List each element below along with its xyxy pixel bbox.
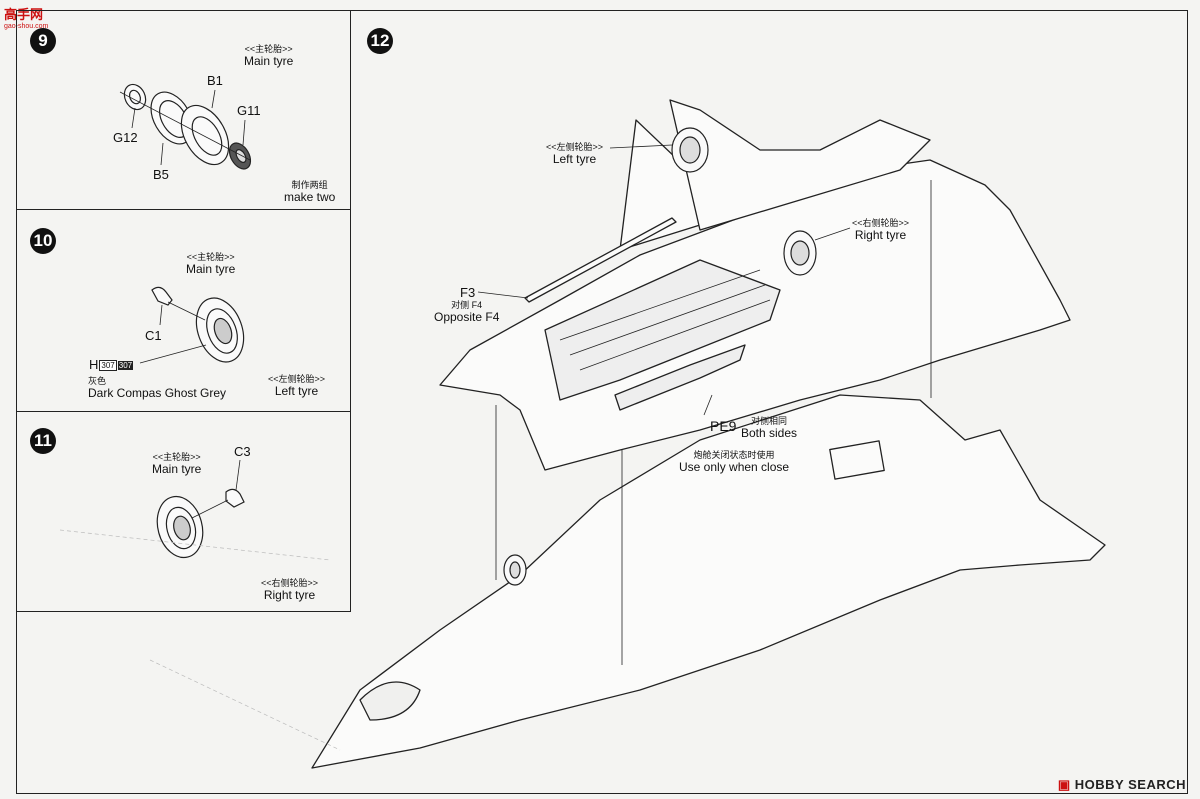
step-9-badge: 9 — [30, 28, 56, 54]
step11-title: <<主轮胎>> Main tyre — [152, 452, 201, 476]
step11-side: <<右侧轮胎>> Right tyre — [261, 578, 318, 602]
step9-note-en: make two — [284, 190, 336, 204]
both-sides-label: 对侧相同 Both sides — [741, 416, 797, 440]
site-logo-sub: gao-shou.com — [4, 23, 49, 30]
step10-title-en: Main tyre — [186, 262, 236, 276]
step9-title-cn: <<主轮胎>> — [244, 44, 293, 54]
step12-right-tyre-label: <<右侧轮胎>> Right tyre — [852, 218, 909, 242]
step10-side-en: Left tyre — [274, 384, 319, 398]
opposite-f4-cn: 对侧 F4 — [451, 300, 483, 310]
right-tyre-en: Right tyre — [854, 228, 907, 242]
part-c3-strut — [225, 488, 245, 508]
part-label-pe9: PE9 — [710, 418, 737, 434]
weapons-bay — [544, 259, 781, 401]
step10-title-cn: <<主轮胎>> — [186, 252, 235, 262]
step-11-badge: 11 — [30, 428, 56, 454]
step11-side-en: Right tyre — [263, 588, 316, 602]
step11-side-cn: <<右侧轮胎>> — [261, 578, 319, 588]
step10-side: <<左侧轮胎>> Left tyre — [268, 374, 325, 398]
watermark-text: HOBBY SEARCH — [1074, 777, 1186, 792]
opposite-f4-label: 对侧 F4 Opposite F4 — [434, 300, 499, 324]
paint-chip-gloss: 307 — [99, 360, 117, 372]
lower-fuselage — [311, 394, 1106, 769]
part-label-b5: B5 — [153, 167, 169, 182]
hobby-search-watermark: ▣ HOBBY SEARCH — [1057, 777, 1186, 792]
part-label-b1: B1 — [207, 73, 223, 88]
step-10-badge: 10 — [30, 228, 56, 254]
paint-name-cn: 灰色 — [88, 376, 107, 386]
opposite-f4-en: Opposite F4 — [434, 310, 500, 324]
canopy — [359, 681, 421, 721]
step-11-panel — [16, 411, 351, 612]
step11-title-cn: <<主轮胎>> — [152, 452, 201, 462]
close-only-en: Use only when close — [679, 460, 790, 474]
part-label-f3: F3 — [460, 285, 476, 300]
part-label-g12: G12 — [113, 130, 138, 145]
step-12-badge: 12 — [367, 28, 393, 54]
close-only-cn: 炮舱关闭状态时使用 — [693, 450, 775, 460]
step9-title-en: Main tyre — [244, 54, 294, 68]
part-c1-strut — [151, 286, 173, 306]
step11-wheel — [156, 459, 245, 559]
side-bay-door — [614, 344, 746, 411]
step10-side-cn: <<左侧轮胎>> — [268, 374, 326, 384]
step11-title-en: Main tyre — [152, 462, 202, 476]
aircraft-underside — [311, 99, 1106, 769]
close-only-label: 炮舱关闭状态时使用 Use only when close — [679, 450, 789, 474]
step12-left-tyre-label: <<左侧轮胎>> Left tyre — [546, 142, 603, 166]
step9-note: 制作两组 make two — [284, 180, 335, 204]
part-label-c3: C3 — [234, 444, 251, 459]
left-tyre-en: Left tyre — [552, 152, 597, 166]
paint-description: 灰色 Dark Compas Ghost Grey — [88, 376, 226, 400]
step9-wheel-exploded — [119, 83, 252, 170]
stabilizer-upper — [669, 99, 931, 231]
step10-title: <<主轮胎>> Main tyre — [186, 252, 235, 276]
right-tyre-cn: <<右侧轮胎>> — [852, 218, 910, 228]
step9-note-cn: 制作两组 — [291, 180, 328, 190]
paint-name-en: Dark Compas Ghost Grey — [88, 386, 227, 400]
left-tyre-cn: <<左侧轮胎>> — [546, 142, 604, 152]
both-sides-cn: 对侧相同 — [751, 416, 788, 426]
step12-tyres — [503, 127, 817, 586]
part-f3-strip — [524, 217, 677, 303]
paint-code: H — [89, 357, 99, 372]
fuselage-block — [829, 440, 885, 480]
part-label-g11: G11 — [237, 103, 261, 118]
part-label-c1: C1 — [145, 328, 162, 343]
step10-wheel — [139, 286, 245, 364]
paint-chip-flat: 307 — [117, 361, 134, 371]
both-sides-en: Both sides — [741, 426, 798, 440]
step9-title: <<主轮胎>> Main tyre — [244, 44, 293, 68]
